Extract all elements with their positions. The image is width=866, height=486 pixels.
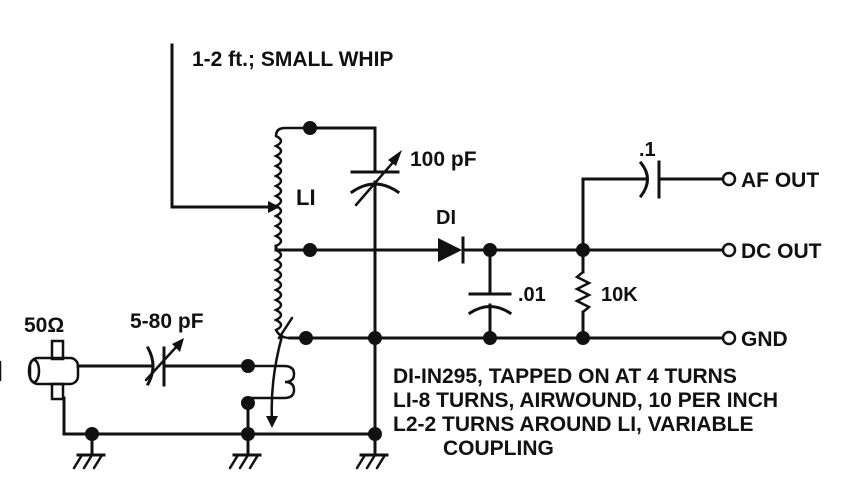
filter-capacitor — [467, 248, 513, 340]
diode-d1 — [438, 236, 465, 264]
r-load-label: 10K — [601, 284, 638, 306]
component-notes: DI-IN295, TAPPED ON AT 4 TURNS LI-8 TURN… — [393, 365, 778, 460]
c-filter-label: .01 — [518, 284, 546, 306]
af-out-terminal — [721, 171, 737, 187]
ground-icon — [72, 432, 106, 470]
variable-coupling-arrow — [266, 316, 294, 428]
junction-node — [576, 331, 590, 345]
gnd-terminal — [721, 330, 737, 346]
note-line: DI-IN295, TAPPED ON AT 4 TURNS — [393, 365, 737, 388]
l1-label: LI — [296, 185, 316, 210]
junction-node — [241, 359, 255, 373]
antenna-label: 1-2 ft.; SMALL WHIP — [192, 48, 393, 71]
c-couple-label: .1 — [639, 139, 656, 161]
resistor-10k — [574, 248, 592, 340]
junction-node — [303, 243, 317, 257]
gnd-label: GND — [741, 328, 788, 351]
junction-node — [368, 331, 382, 345]
ground-icon — [355, 432, 389, 470]
tuning-capacitor — [308, 126, 402, 437]
antenna-whip — [170, 43, 280, 213]
note-line: COUPLING — [443, 437, 554, 460]
coupling-capacitor — [581, 160, 724, 252]
junction-node — [483, 331, 497, 345]
d1-label: DI — [436, 207, 456, 229]
ground-icon — [228, 432, 262, 470]
af-out-label: AF OUT — [741, 169, 819, 192]
connector-label: 50Ω — [24, 314, 64, 337]
dc-out-terminal — [721, 242, 737, 258]
junction-node — [299, 331, 313, 345]
note-line: L2-2 TURNS AROUND LI, VARIABLE — [393, 413, 754, 436]
note-line: LI-8 TURNS, AIRWOUND, 10 PER INCH — [393, 389, 778, 412]
dc-out-label: DC OUT — [741, 240, 822, 263]
coax-connector — [0, 339, 80, 401]
junction-node — [303, 121, 317, 135]
c-input-label: 5-80 pF — [130, 310, 204, 333]
inductor-l1 — [273, 126, 312, 340]
inductor-l2 — [246, 364, 296, 400]
input-capacitor — [144, 338, 184, 387]
c-tune-label: 100 pF — [410, 148, 477, 171]
